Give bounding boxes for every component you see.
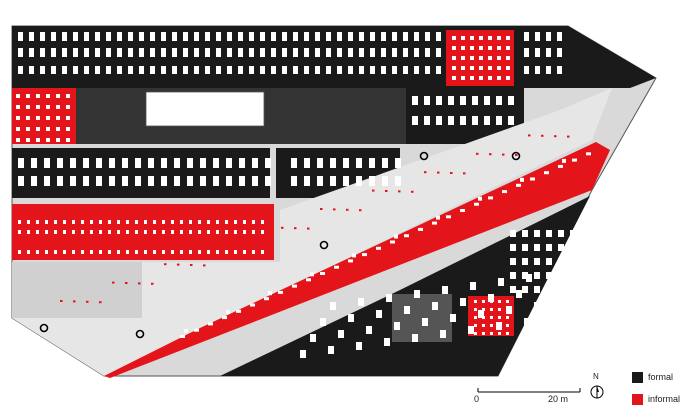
circulation-wedge — [12, 88, 612, 376]
legend-swatch-informal — [632, 394, 643, 405]
legend-label-informal: informal — [648, 394, 681, 404]
lounge-west — [12, 262, 142, 318]
legend-label-formal: formal — [648, 372, 674, 382]
band-furniture — [180, 152, 591, 338]
informal-furniture — [16, 36, 510, 335]
circulation-marks — [60, 134, 570, 304]
formal-zone-northeast — [520, 26, 656, 88]
formal-zone-west-middle — [12, 148, 270, 198]
void-atrium — [145, 91, 265, 127]
north-arrow-icon — [590, 385, 604, 399]
scale-bar — [477, 388, 581, 393]
north-label: N — [593, 372, 599, 381]
scale-length-label: 20 m — [548, 394, 569, 404]
desk-pattern — [18, 32, 576, 358]
informal-diagonal-band — [104, 142, 610, 378]
informal-zone-northwest — [12, 88, 76, 144]
legend-swatch-formal — [632, 372, 643, 383]
scale-zero-label: 0 — [474, 394, 480, 404]
structural-columns — [39, 151, 521, 339]
